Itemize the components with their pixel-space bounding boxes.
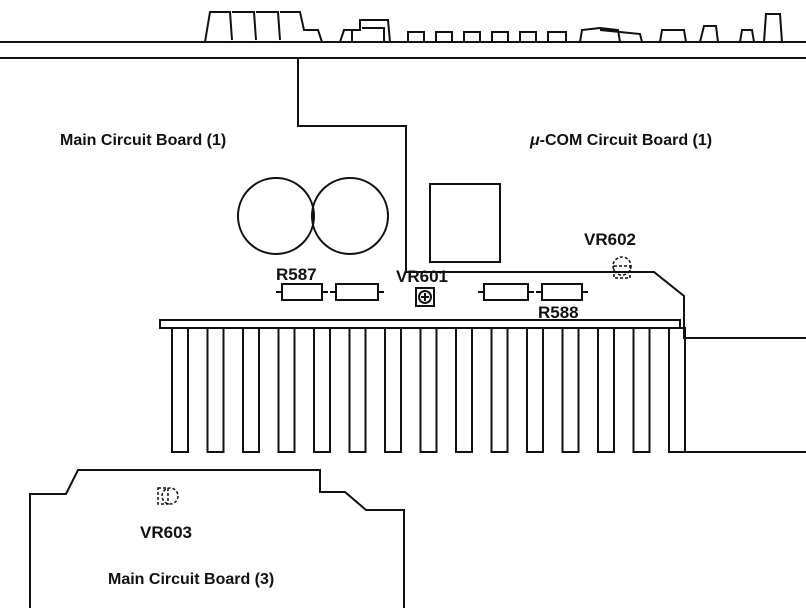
heatsink-fin	[242, 327, 260, 453]
heatsink-fin	[384, 327, 402, 453]
heatsink-fin	[632, 327, 651, 453]
capacitor-1	[237, 177, 315, 255]
heatsink-fin	[490, 327, 509, 453]
ucom-board-label-rest: -COM Circuit Board (1)	[540, 132, 712, 149]
ucom-mu-symbol: μ	[529, 132, 540, 149]
heatsink-fin	[206, 327, 225, 453]
main-board-3-outline	[29, 469, 405, 608]
board-edge-bar	[159, 319, 681, 329]
vr601-label: VR601	[396, 267, 448, 286]
vr602-trimmer-icon	[612, 256, 632, 279]
main-board-3-label: Main Circuit Board (3)	[108, 571, 274, 588]
heatsink-fins	[171, 327, 686, 453]
capacitor-2	[311, 177, 389, 255]
r588-label: R588	[538, 303, 579, 322]
heatsink-fin	[561, 327, 580, 453]
heatsink-fin	[419, 327, 438, 453]
r587-label: R587	[276, 265, 317, 284]
resistor-r587	[276, 283, 328, 301]
top-chassis-edge	[0, 41, 806, 59]
heatsink-fin	[171, 327, 189, 453]
top-connector-row	[204, 11, 783, 43]
resistor-r588	[536, 283, 588, 301]
vr603-trimmer-icon	[157, 487, 179, 505]
ic-chip	[429, 183, 501, 263]
heatsink-fin	[313, 327, 331, 453]
ucom-board-label: μ-COM Circuit Board (1)	[529, 132, 712, 149]
resistor-3	[478, 283, 534, 301]
heatsink-fin	[277, 327, 296, 453]
heatsink-fin	[597, 327, 615, 453]
main-board-1-label: Main Circuit Board (1)	[60, 132, 226, 149]
heatsink-fin	[668, 327, 686, 453]
vr603-label: VR603	[140, 523, 192, 542]
heatsink-fin	[455, 327, 473, 453]
vr601-trimmer-icon	[415, 287, 435, 307]
vr602-label: VR602	[584, 230, 636, 249]
heatsink-fin	[526, 327, 544, 453]
heatsink-fin	[348, 327, 367, 453]
resistor-2	[330, 283, 384, 301]
ucom-board-outline	[297, 58, 806, 339]
